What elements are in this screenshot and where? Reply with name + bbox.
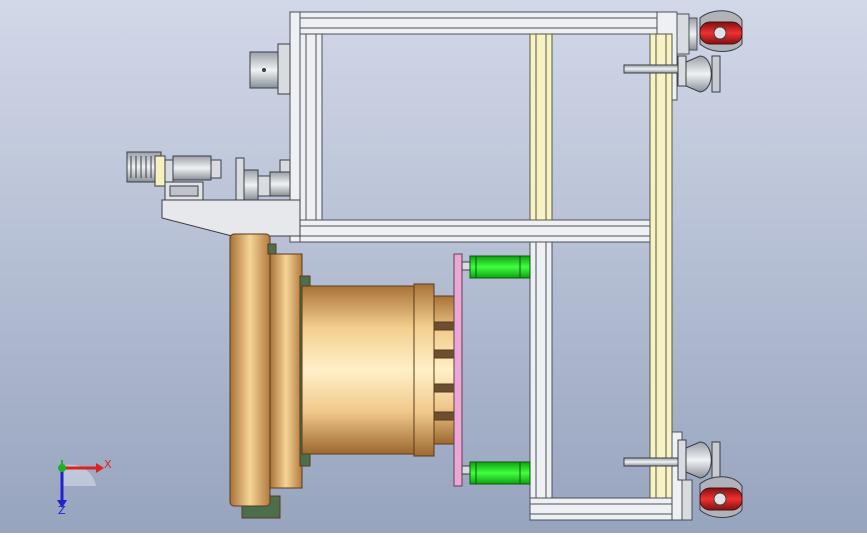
- lower-frame: [529, 241, 683, 521]
- caster-top: [676, 10, 743, 55]
- green-cylinder-top: [469, 255, 531, 279]
- motor-bracket: [126, 151, 301, 237]
- leveling-foot-bottom: [623, 439, 721, 481]
- green-cylinder-bottom: [469, 461, 531, 485]
- mounting-plate: [453, 253, 463, 487]
- axis-z-label: Z: [58, 504, 66, 517]
- motor-boss: [249, 43, 291, 95]
- axis-x-label: X: [104, 458, 112, 471]
- axis-triad: X Z: [57, 458, 112, 517]
- leveling-foot-top: [623, 55, 721, 93]
- plate-bolt-bottom: [461, 465, 471, 475]
- caster-bottom: [681, 476, 743, 521]
- plate-bolt-top: [461, 261, 471, 271]
